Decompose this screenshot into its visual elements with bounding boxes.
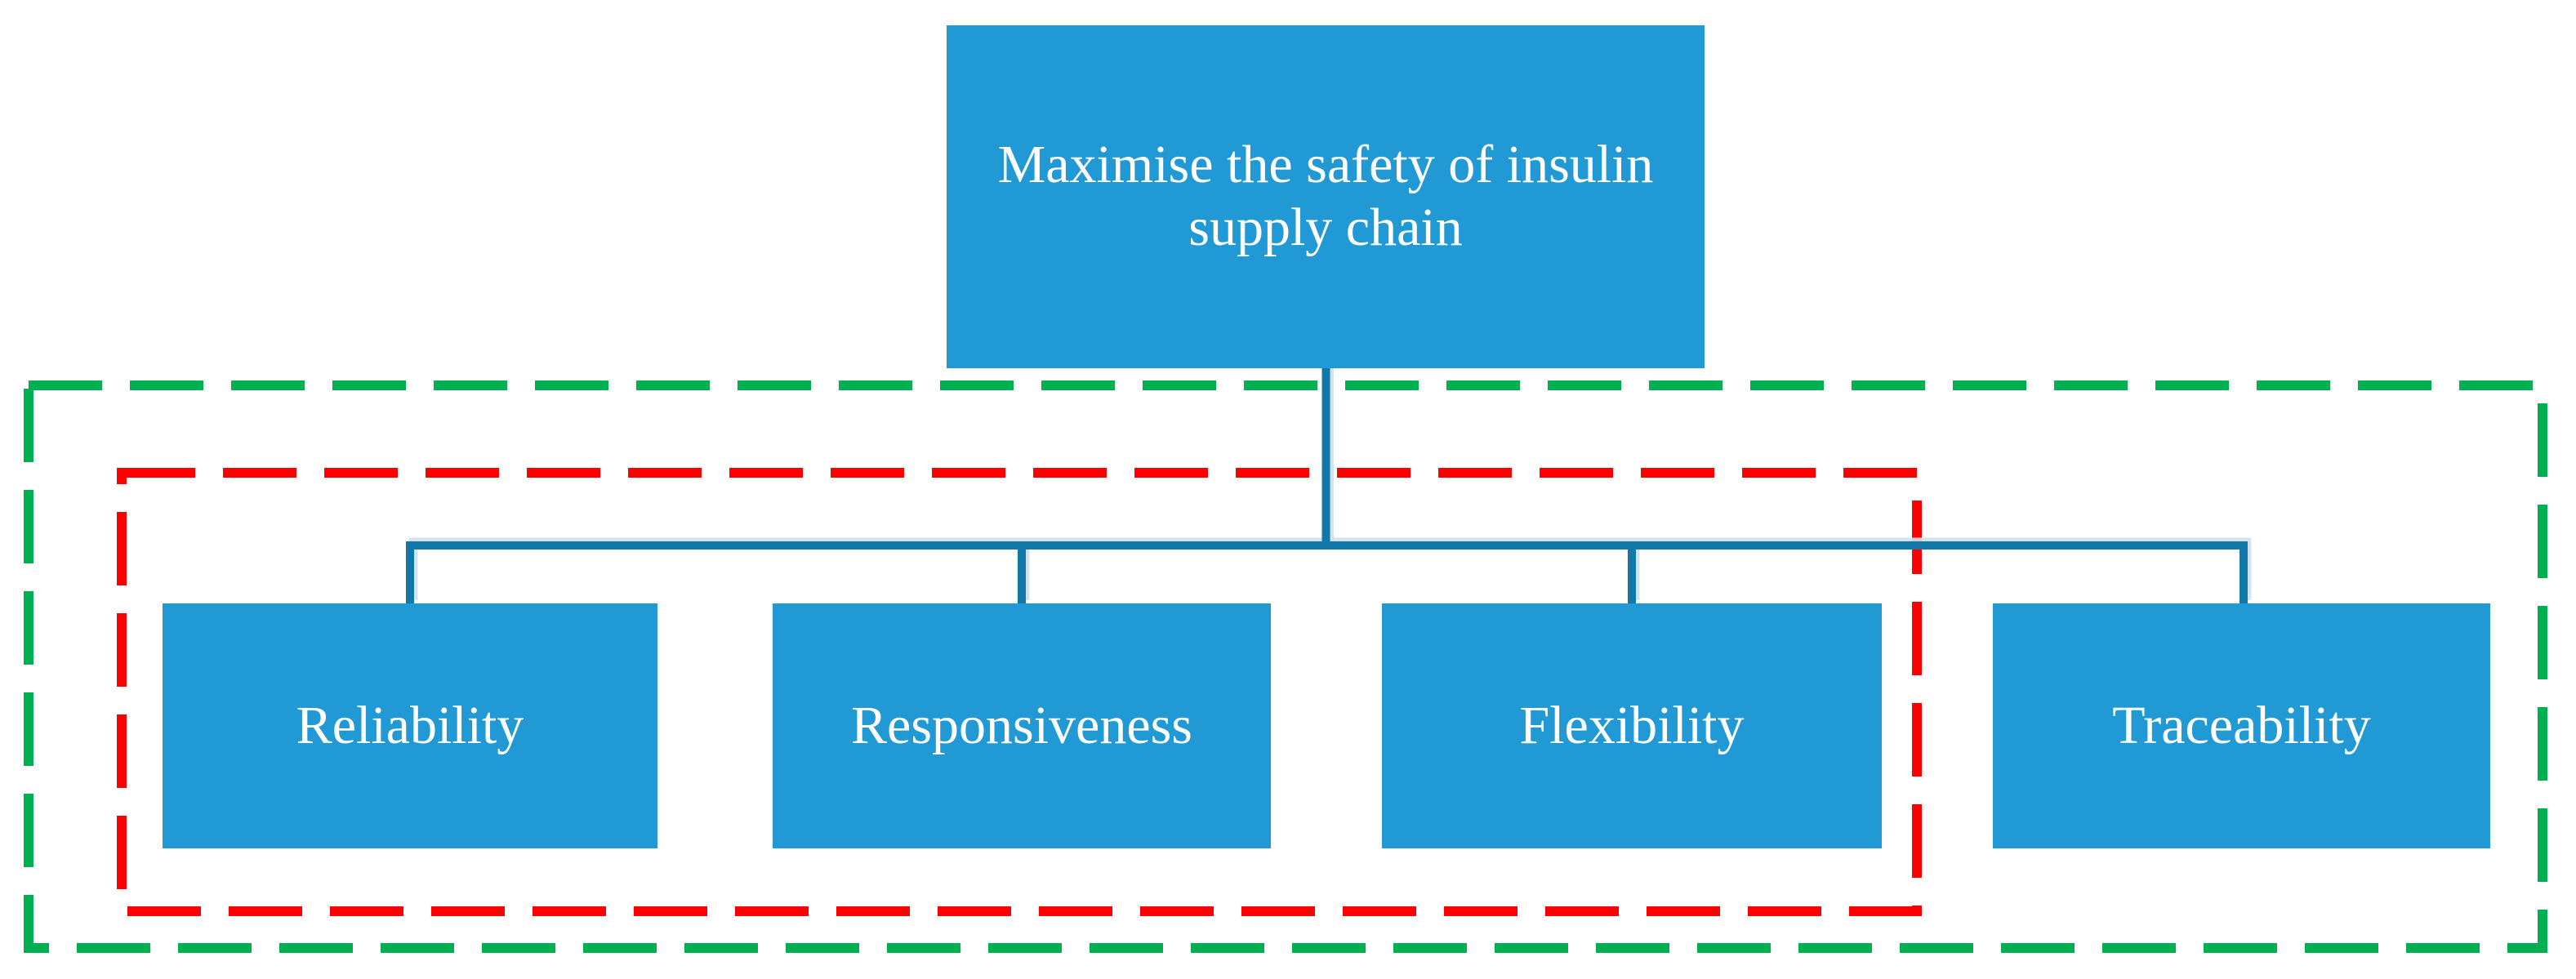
connector-halo — [408, 365, 2252, 600]
tree-connectors — [406, 368, 2248, 603]
child-node-flexibility: Flexibility — [1382, 603, 1882, 848]
connector-crossbar — [406, 541, 2248, 603]
child-node-label: Flexibility — [1519, 695, 1745, 755]
child-node-reliability: Reliability — [163, 603, 657, 848]
child-node-label: Responsiveness — [851, 695, 1192, 755]
child-node-responsiveness: Responsiveness — [773, 603, 1271, 848]
child-node-label: Traceability — [2112, 695, 2371, 755]
root-node-goal: Maximise the safety of insulin supply ch… — [947, 25, 1705, 368]
child-node-label: Reliability — [296, 695, 524, 755]
child-node-traceability: Traceability — [1993, 603, 2490, 848]
root-node-label: Maximise the safety of insulin supply ch… — [997, 135, 1654, 257]
